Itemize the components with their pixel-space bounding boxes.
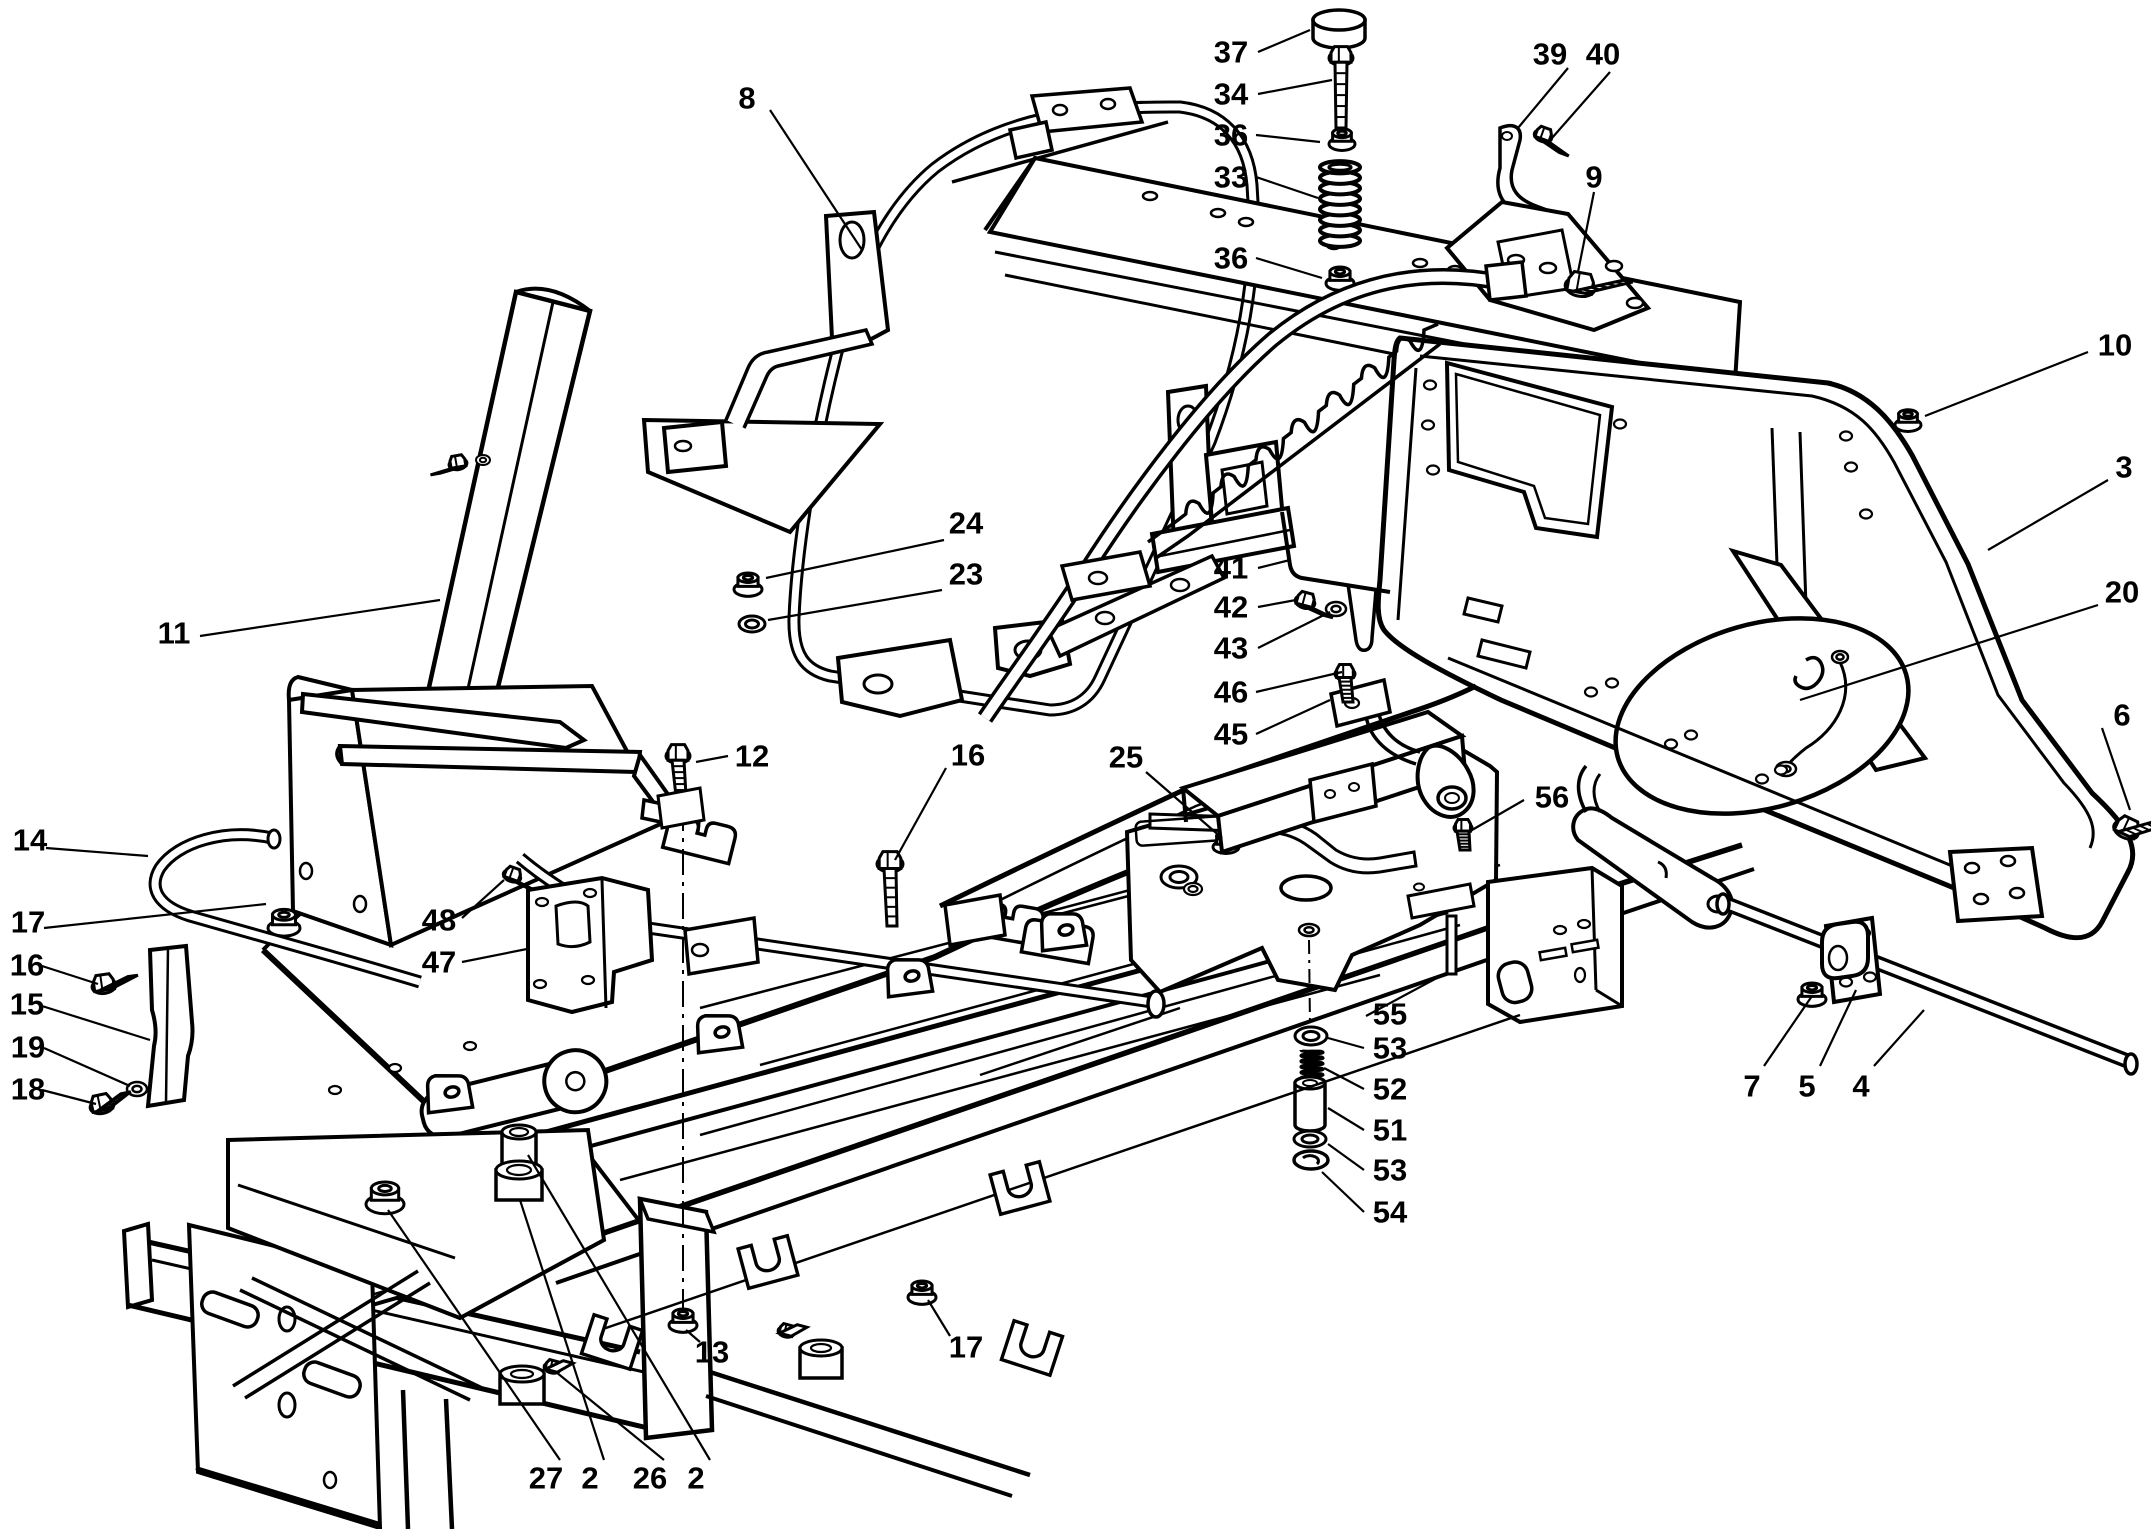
svg-text:45: 45 xyxy=(1214,717,1248,752)
svg-text:26: 26 xyxy=(633,1461,667,1496)
svg-text:9: 9 xyxy=(1585,160,1602,195)
svg-text:43: 43 xyxy=(1214,631,1248,666)
svg-text:8: 8 xyxy=(738,81,755,116)
svg-text:23: 23 xyxy=(949,557,983,592)
svg-text:12: 12 xyxy=(735,739,769,774)
svg-text:25: 25 xyxy=(1109,740,1143,775)
svg-text:24: 24 xyxy=(949,506,984,541)
svg-text:19: 19 xyxy=(11,1030,45,1065)
svg-text:5: 5 xyxy=(1798,1069,1815,1104)
svg-text:11: 11 xyxy=(158,616,191,651)
svg-text:37: 37 xyxy=(1214,35,1248,70)
svg-text:15: 15 xyxy=(10,987,44,1022)
svg-text:33: 33 xyxy=(1214,160,1248,195)
svg-text:56: 56 xyxy=(1535,780,1569,815)
svg-text:47: 47 xyxy=(422,945,456,980)
svg-text:42: 42 xyxy=(1214,590,1248,625)
svg-text:17: 17 xyxy=(11,905,45,940)
svg-text:54: 54 xyxy=(1373,1195,1408,1230)
svg-text:36: 36 xyxy=(1214,241,1248,276)
svg-text:2: 2 xyxy=(687,1461,704,1496)
svg-text:3: 3 xyxy=(2115,450,2132,485)
svg-text:4: 4 xyxy=(1852,1069,1870,1104)
svg-text:53: 53 xyxy=(1373,1153,1407,1188)
svg-text:18: 18 xyxy=(11,1072,45,1107)
svg-text:34: 34 xyxy=(1214,77,1249,112)
svg-text:14: 14 xyxy=(13,823,48,858)
svg-text:13: 13 xyxy=(695,1335,729,1370)
svg-text:20: 20 xyxy=(2105,575,2139,610)
svg-text:46: 46 xyxy=(1214,675,1248,710)
svg-text:6: 6 xyxy=(2113,698,2130,733)
svg-text:40: 40 xyxy=(1586,37,1620,72)
svg-text:27: 27 xyxy=(529,1461,563,1496)
svg-text:10: 10 xyxy=(2098,328,2132,363)
svg-text:51: 51 xyxy=(1373,1113,1407,1148)
svg-text:2: 2 xyxy=(581,1461,598,1496)
svg-text:16: 16 xyxy=(10,948,44,983)
svg-text:39: 39 xyxy=(1533,37,1567,72)
svg-text:36: 36 xyxy=(1214,118,1248,153)
svg-text:16: 16 xyxy=(951,738,985,773)
svg-text:48: 48 xyxy=(422,903,456,938)
svg-text:53: 53 xyxy=(1373,1031,1407,1066)
svg-text:7: 7 xyxy=(1743,1069,1760,1104)
svg-text:17: 17 xyxy=(949,1330,983,1365)
svg-text:52: 52 xyxy=(1373,1072,1407,1107)
svg-text:55: 55 xyxy=(1373,997,1407,1032)
svg-text:41: 41 xyxy=(1214,551,1248,586)
